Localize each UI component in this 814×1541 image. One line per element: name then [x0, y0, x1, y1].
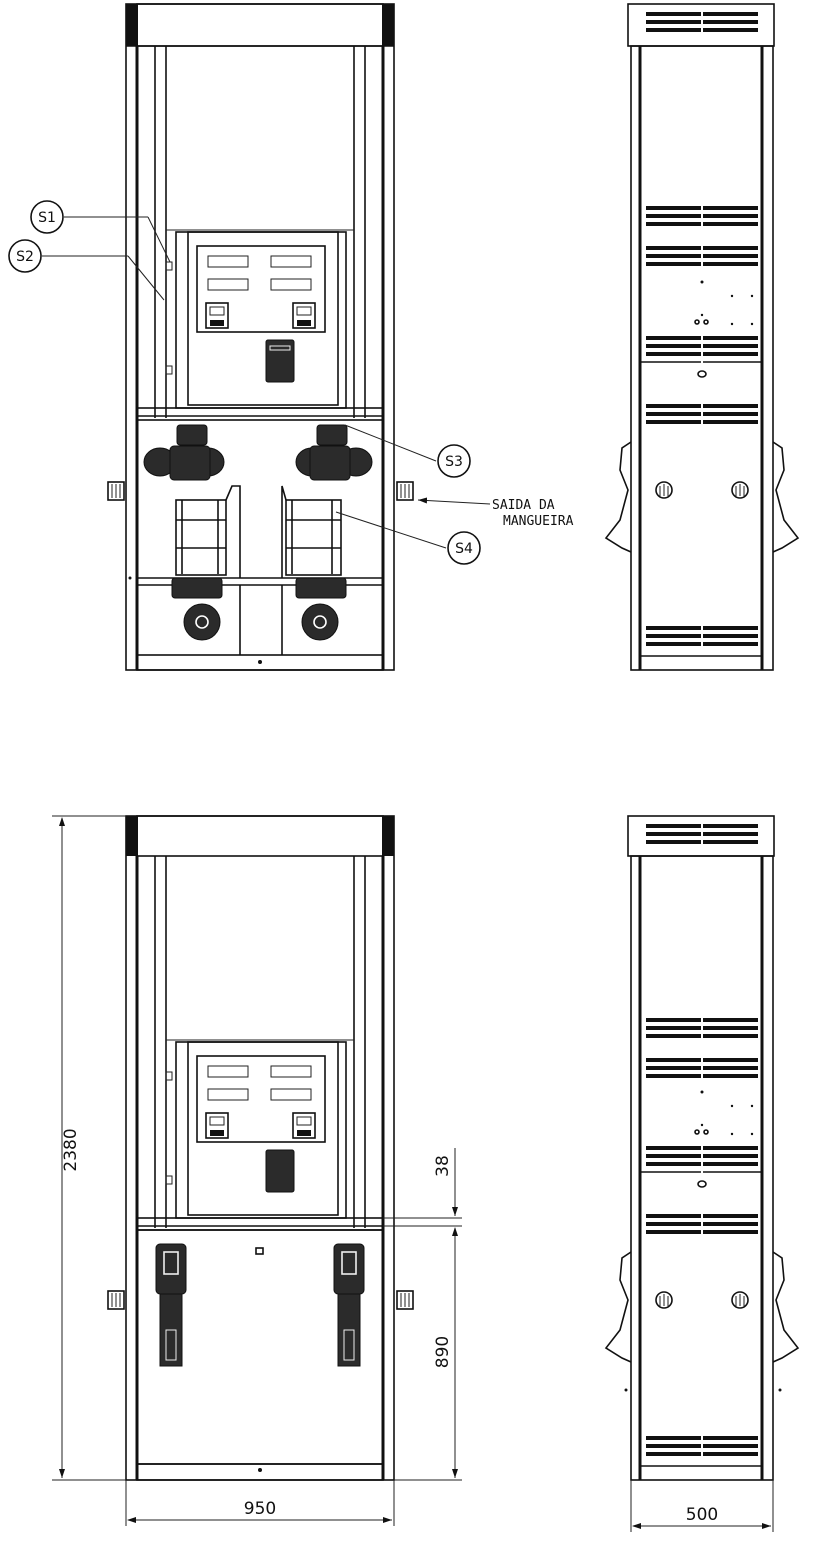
- dimension-lines: 2380 950 500 38 890: [52, 815, 774, 1532]
- dimension-width-front: 950: [244, 1499, 276, 1519]
- front-view-internal: [107, 3, 414, 671]
- callout-s2-label: S2: [16, 249, 34, 265]
- dimension-lower-height: 890: [433, 1336, 453, 1368]
- callout-s2: S2: [8, 239, 42, 273]
- callout-s1: S1: [30, 200, 64, 234]
- callout-s4-label: S4: [455, 541, 473, 557]
- front-view-closed: [107, 815, 414, 1481]
- dimension-height: 2380: [61, 1128, 81, 1171]
- callout-s4: S4: [447, 531, 481, 565]
- side-view-top: [604, 3, 800, 671]
- hydraulic-unit-left: [143, 424, 241, 641]
- hose-outlet-label-line1: SAIDA DA: [492, 498, 555, 513]
- dimension-gap: 38: [433, 1155, 453, 1177]
- hydraulic-unit-right: [281, 424, 373, 641]
- nozzle-right: [333, 1243, 365, 1367]
- callouts: S1 S2 S3 S4 SAIDA DA MANGUEIRA: [8, 200, 574, 565]
- nozzle-left: [155, 1243, 187, 1367]
- callout-s3-label: S3: [445, 454, 463, 470]
- side-view-bottom: [604, 815, 800, 1481]
- hose-outlet-label-line2: MANGUEIRA: [503, 514, 574, 529]
- dimension-width-side: 500: [686, 1505, 718, 1525]
- callout-s1-label: S1: [38, 210, 56, 226]
- callout-s3: S3: [437, 444, 471, 478]
